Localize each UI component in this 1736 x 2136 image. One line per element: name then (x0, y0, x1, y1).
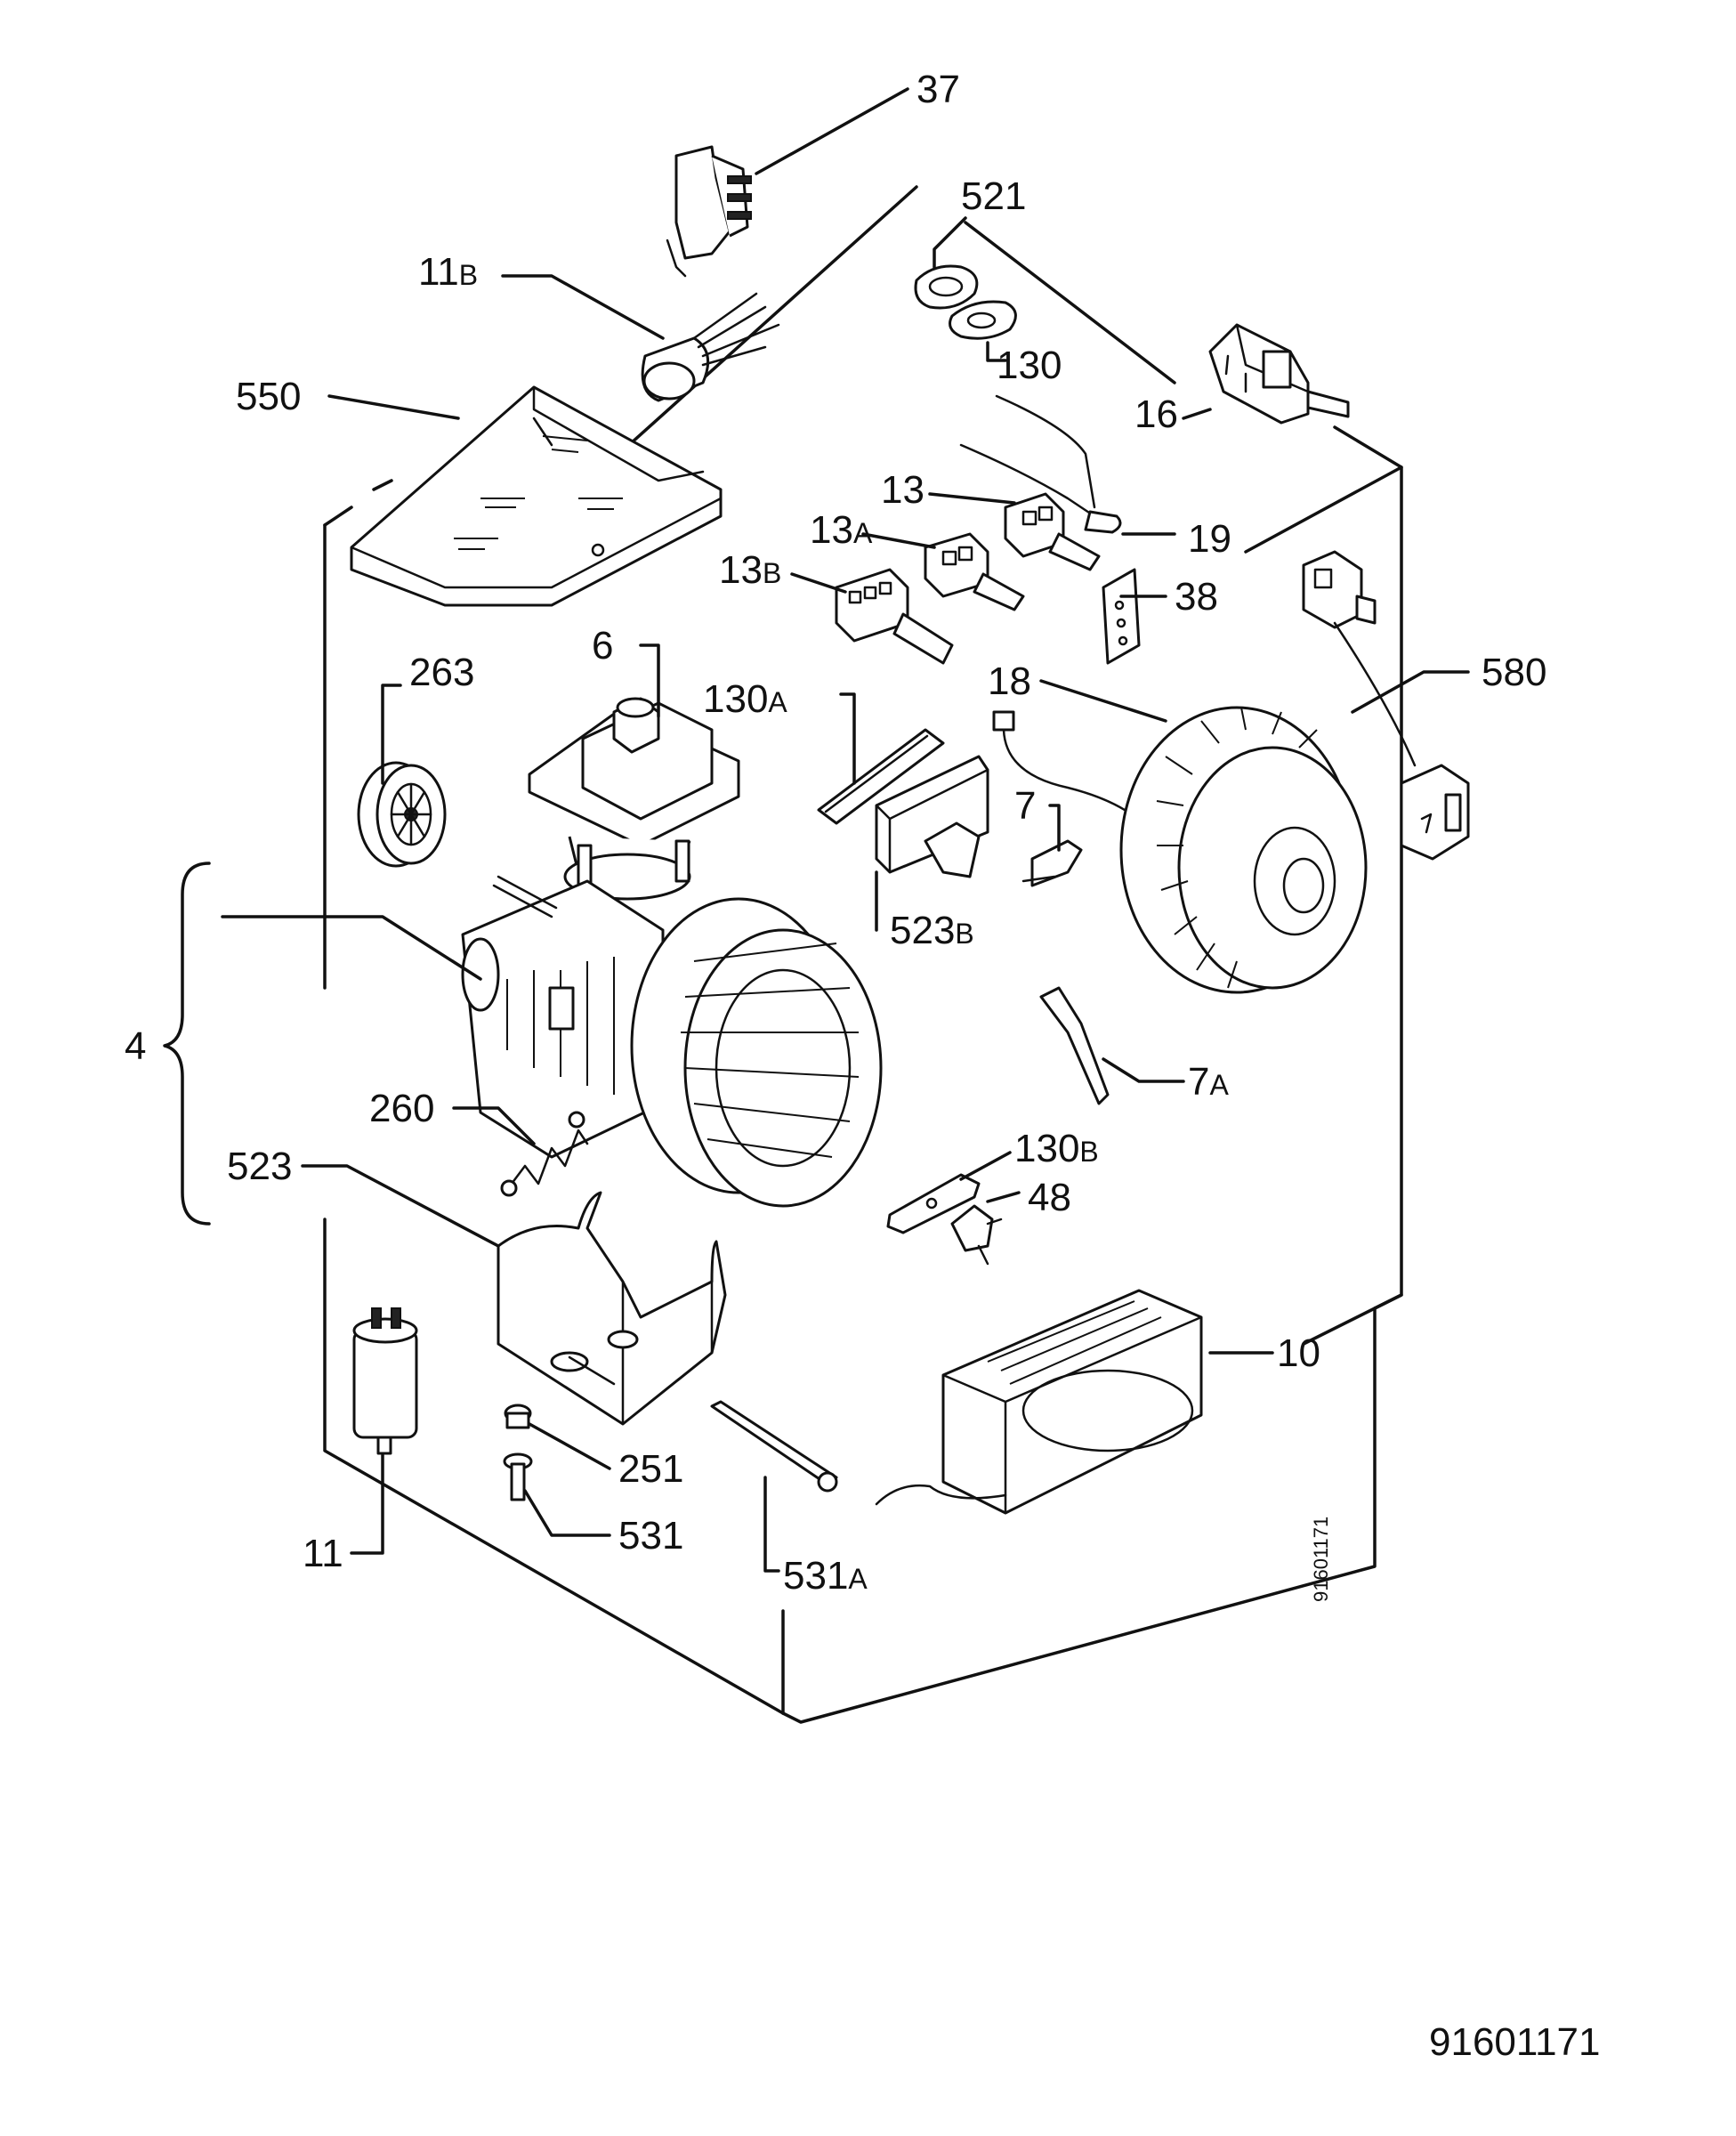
label-16: 16 (1134, 392, 1178, 436)
part-13b-connector (835, 568, 954, 665)
part-263-pulley (357, 761, 447, 868)
part-523-motor-bracket (497, 1191, 727, 1426)
label-521: 521 (961, 174, 1026, 218)
label-19: 19 (1188, 517, 1231, 561)
label-531: 531 (618, 1514, 683, 1558)
part-13-connector (1004, 492, 1101, 571)
part-10-heater (875, 1289, 1203, 1515)
label-523: 523 (227, 1145, 292, 1188)
label-130a: 130A (703, 677, 787, 721)
part-16-switch (1208, 323, 1350, 425)
label-251: 251 (618, 1447, 683, 1491)
label-260: 260 (369, 1087, 434, 1130)
part-13a-connector (924, 532, 1025, 611)
cabinet-outline (323, 185, 1403, 1724)
label-37: 37 (916, 68, 960, 111)
label-4: 4 (125, 1024, 146, 1068)
part-7a-sensor (1039, 986, 1110, 1105)
label-263: 263 (409, 651, 474, 694)
label-550: 550 (236, 375, 301, 418)
part-labels: 37 521 11B 550 130 16 13 13A 19 13B 38 6… (125, 68, 1546, 1602)
part-523b-bracket (875, 755, 989, 878)
part-19-sensor (959, 394, 1122, 534)
part-531-screw (503, 1452, 533, 1501)
part-251-nut (504, 1404, 532, 1429)
label-11: 11 (303, 1532, 343, 1575)
part-7-clip (1021, 839, 1083, 887)
label-130b: 130B (1014, 1127, 1099, 1170)
label-523b: 523B (890, 909, 974, 952)
part-37-terminal-block (666, 145, 752, 278)
label-531a: 531A (783, 1554, 868, 1598)
part-6-pump (528, 697, 740, 901)
label-7: 7 (1014, 784, 1036, 828)
part-18-fan-wheel (992, 706, 1368, 994)
label-38: 38 (1175, 575, 1218, 619)
label-6: 6 (592, 624, 613, 668)
part-130b-gasket (886, 1173, 981, 1234)
document-number: 91601171 (1429, 2020, 1601, 2064)
side-code: 91601171 (1310, 1517, 1332, 1602)
part-130-gasket (949, 300, 1017, 340)
part-38-board (1102, 568, 1141, 665)
label-13: 13 (881, 468, 925, 512)
label-10: 10 (1277, 1331, 1320, 1375)
leader-lines (221, 87, 1470, 1573)
part-11-capacitor (352, 1307, 418, 1455)
label-18: 18 (988, 659, 1031, 703)
part-4-blower-assembly (461, 875, 883, 1208)
part-521-bracket (914, 264, 979, 310)
part-580-thermostat (1302, 550, 1470, 861)
part-11b-capacitor (641, 292, 780, 402)
part-260-spring (500, 1111, 589, 1197)
part-130a-gasket (817, 728, 945, 825)
label-130: 130 (997, 344, 1062, 387)
assembly-brace-4 (163, 862, 211, 1226)
label-7a: 7A (1188, 1060, 1229, 1104)
part-48-cutout (950, 1204, 1003, 1266)
label-13a: 13A (810, 508, 873, 552)
part-531a-rod (710, 1400, 838, 1493)
part-550-cover-plate (350, 385, 723, 607)
label-580: 580 (1482, 651, 1546, 694)
label-13b: 13B (719, 548, 781, 592)
label-48: 48 (1028, 1176, 1071, 1219)
label-11b: 11B (418, 250, 478, 294)
